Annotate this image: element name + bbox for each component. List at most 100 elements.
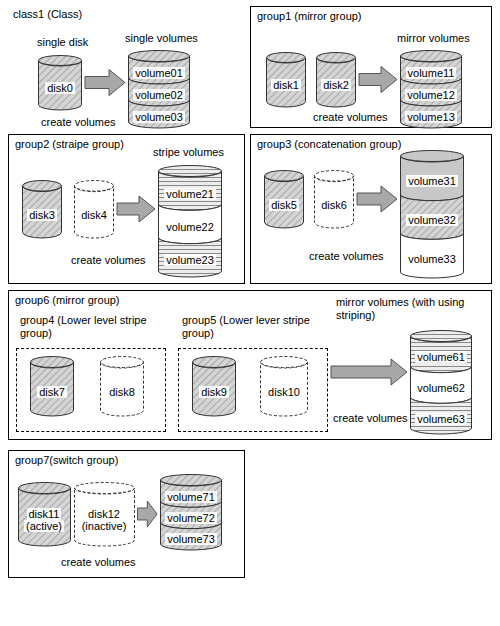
group-panel: group1 (mirror group) disk1 disk2 volume11v…	[250, 6, 492, 128]
cylinder-band	[315, 176, 354, 228]
cylinder-band	[31, 362, 74, 416]
disk-name: disk8	[107, 386, 137, 398]
cylinder-top	[267, 53, 306, 63]
node-texts: disk6	[314, 170, 354, 228]
volume-name: volume63	[415, 413, 467, 425]
node-texts: group5 (Lower lever stripe group)	[178, 312, 328, 342]
caption-label: mirror volumes (with using striping)	[335, 296, 487, 322]
volume-name: volume22	[164, 221, 216, 233]
caption-label: single disk	[36, 36, 89, 49]
disk-cylinder: disk12(inactive)	[74, 482, 135, 546]
caption-label: single volumes	[124, 32, 199, 45]
volume-cylinder: volume11volume12volume13	[400, 50, 462, 128]
cylinder-top	[401, 151, 464, 162]
cylinder-band	[401, 78, 462, 106]
node-texts: disk5	[264, 170, 304, 228]
disk-cylinder: disk1	[266, 52, 306, 107]
volume-name: volume71	[165, 491, 217, 503]
disk-cylinder: disk0	[38, 55, 82, 110]
volume-name: volume21	[164, 188, 216, 200]
cylinder-band	[129, 100, 190, 128]
cylinder-band	[267, 58, 306, 107]
disk-name: disk3	[27, 209, 57, 221]
cylinder-band	[159, 204, 222, 243]
cylinder-top	[74, 483, 134, 494]
volume-cylinder: volume01volume02volume03	[128, 50, 190, 128]
cylinder-band	[411, 367, 472, 404]
cylinder-top	[401, 51, 462, 62]
disk-cylinder: disk11(active)	[18, 482, 71, 546]
node-texts: group3 (concatenation group)	[251, 135, 491, 154]
group-title: group7(switch group)	[15, 454, 118, 466]
volume-cylinder: volume31volume32volume33	[400, 150, 464, 278]
block-arrow	[117, 196, 155, 222]
volume-name: volume02	[133, 89, 185, 101]
disk-cylinder: disk9	[192, 356, 236, 416]
cylinder-band	[18, 488, 70, 546]
cylinder-top	[39, 56, 82, 66]
disk-cylinder: disk2	[316, 52, 356, 107]
node-texts: group4 (Lower level stripe group)	[16, 312, 166, 342]
group-title: group6 (mirror group)	[15, 294, 120, 306]
disk-name: disk1	[271, 79, 301, 91]
disk-cylinder: disk10	[260, 356, 308, 416]
cylinder-band	[411, 397, 472, 434]
volume-name: volume03	[133, 111, 185, 123]
volume-name: volume61	[415, 351, 467, 363]
node-texts: group1 (mirror group)	[251, 7, 491, 26]
cylinder-band	[265, 176, 304, 228]
group-title: group1 (mirror group)	[257, 10, 362, 22]
volume-cylinder: volume71volume72volume73	[160, 474, 222, 550]
group-title: group2 (straipe group)	[15, 138, 124, 150]
cylinder-band	[159, 238, 222, 277]
disk-name: (active)	[24, 520, 64, 532]
caption-label: stripe volumes	[152, 146, 225, 159]
cylinder-band	[39, 61, 82, 111]
disk-cylinder: disk6	[314, 170, 354, 228]
cylinder-band	[401, 156, 464, 201]
node-texts: disk1	[266, 52, 306, 107]
cylinder-top	[18, 483, 70, 494]
cylinder-top	[317, 53, 356, 63]
cylinder-band	[23, 186, 62, 238]
disk-name: disk6	[319, 199, 349, 211]
cylinder-band	[261, 362, 308, 416]
cylinder-top	[159, 166, 222, 177]
cylinder-top	[411, 331, 472, 342]
node-texts: disk0	[38, 55, 82, 110]
node-texts: disk8	[100, 356, 144, 416]
node-texts: volume61volume62volume63	[410, 330, 472, 434]
cylinder-top	[75, 181, 114, 192]
cylinder-band	[161, 501, 222, 528]
volume-name: volume23	[164, 254, 216, 266]
volume-cylinder: volume21 volume22 volume23	[158, 165, 222, 277]
disk-name: disk2	[321, 79, 351, 91]
node-texts: volume11volume12volume13	[400, 50, 462, 128]
cylinder-band	[193, 362, 236, 416]
disk-name: disk11	[27, 508, 62, 520]
disk-name: disk0	[45, 82, 75, 94]
node-texts: disk7	[30, 356, 74, 416]
disk-cylinder: disk7	[30, 356, 74, 416]
cylinder-top	[101, 357, 144, 368]
disk-name: disk12	[86, 508, 122, 520]
node-texts: disk2	[316, 52, 356, 107]
class-title: class1 (Class)	[12, 8, 83, 21]
cylinder-top	[315, 171, 354, 182]
cylinder-top	[265, 171, 304, 182]
cylinder-band	[74, 488, 134, 546]
node-texts: group7(switch group)	[9, 451, 244, 470]
caption-label: create volumes	[40, 116, 117, 129]
node-texts: volume21 volume22 volume23	[158, 165, 222, 277]
node-texts: disk12(inactive)	[74, 482, 135, 546]
block-arrow	[359, 67, 397, 93]
node-texts: disk10	[260, 356, 308, 416]
cylinder-band	[129, 78, 190, 106]
group-title: group4 (Lower level stripe group)	[20, 314, 147, 339]
cylinder-band	[75, 186, 114, 238]
volume-name: volume33	[406, 253, 458, 265]
cylinder-band	[401, 100, 462, 128]
node-texts: disk11(active)	[18, 482, 71, 546]
cylinder-top	[129, 51, 190, 62]
